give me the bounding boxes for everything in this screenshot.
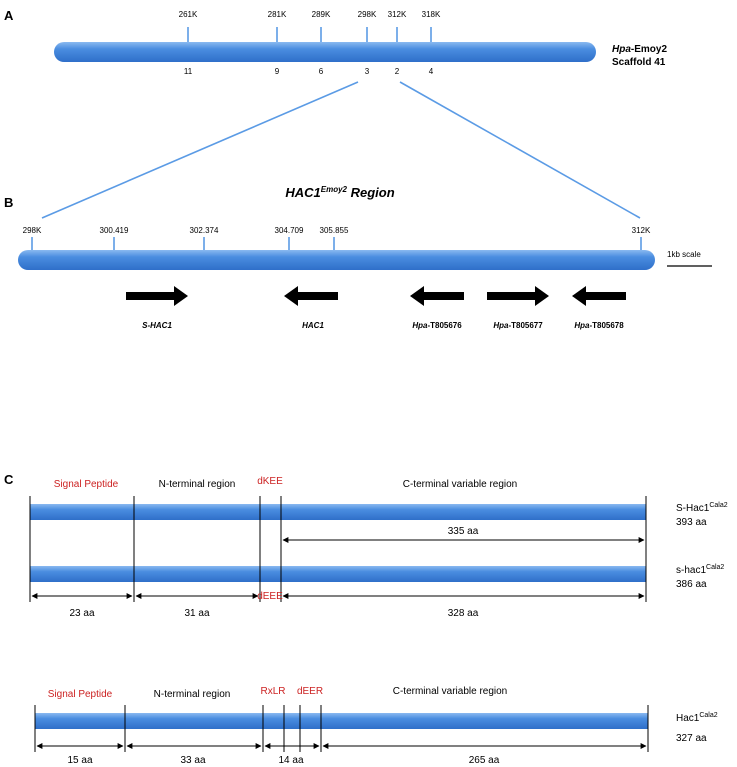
region-bar [18, 250, 655, 270]
block2-dividers [34, 705, 649, 752]
gene-arrow-right [487, 286, 549, 306]
signal-peptide-label-2: Signal Peptide [48, 689, 113, 700]
region-title-sup: Emoy2 [321, 185, 348, 194]
scaffold-tick-position: 281K [268, 10, 287, 19]
s-hac1-short-length: 386 aa [676, 579, 707, 590]
scaffold-tick-label: 4 [429, 67, 434, 76]
hac1-length: 327 aa [676, 733, 707, 744]
region-tick-label: 312K [632, 226, 651, 235]
span-31aa: 31 aa [184, 608, 209, 619]
cterm-span-label-1: 335 aa [448, 526, 479, 537]
gene-label: Hpa-T805676 [412, 321, 462, 330]
scaffold-tick-label: 9 [275, 67, 280, 76]
s-hac1-name-base: S-Hac1 [676, 503, 710, 514]
s-hac1-bar [30, 504, 646, 520]
s-hac1-name: S-Hac1Cala2 [676, 502, 728, 514]
motif-dkee-label: dKEE [257, 476, 283, 487]
panel-label-c: C [4, 472, 14, 487]
span-15aa: 15 aa [67, 755, 92, 766]
gene-arrow-right [126, 286, 188, 306]
scale-label: 1kb scale [667, 250, 701, 259]
gene-label: Hpa-T805678 [574, 321, 624, 330]
scaffold-tick-label: 3 [365, 67, 370, 76]
c-terminal-label-2: C-terminal variable region [393, 686, 508, 697]
gene-arrow-left [284, 286, 338, 306]
s-hac1-short-bar [30, 566, 646, 582]
scaffold-tick-position: 312K [388, 10, 407, 19]
region-ticks: 298K 300.419 302.374 304.709 305.855 312K [23, 226, 651, 250]
panel-label-a: A [4, 8, 14, 23]
gene-label: HAC1 [302, 321, 324, 330]
scaffold-tick-position: 318K [422, 10, 441, 19]
hac1-name: Hac1Cala2 [676, 712, 718, 724]
span-328aa: 328 aa [448, 608, 479, 619]
s-hac1-short-name: s-hac1Cala2 [676, 564, 724, 576]
region-title-tail: Region [347, 185, 395, 200]
span-23aa: 23 aa [69, 608, 94, 619]
panel-label-b: B [4, 195, 13, 210]
region-title: HAC1Emoy2 Region [285, 185, 394, 200]
gene-arrow-left [572, 286, 626, 306]
gene-label-suffix: -T805678 [589, 321, 624, 330]
gene-label-prefix: Hpa [574, 321, 590, 330]
scaffold-bar [54, 42, 596, 62]
region-tick-label: 305.855 [320, 226, 349, 235]
s-hac1-short-name-sup: Cala2 [706, 564, 724, 571]
span-14aa: 14 aa [278, 755, 303, 766]
gene-label: Hpa-T805677 [493, 321, 543, 330]
gene-label-suffix: -T805676 [427, 321, 462, 330]
gene-label: S-HAC1 [142, 321, 172, 330]
c-terminal-label-1: C-terminal variable region [403, 479, 518, 490]
region-tick-label: 298K [23, 226, 42, 235]
motif-deee-label: dEEE [257, 591, 283, 602]
scaffold-tick-label: 2 [395, 67, 400, 76]
scaffold-name: Hpa-Emoy2 [612, 44, 667, 55]
scaffold-subname: Scaffold 41 [612, 57, 666, 68]
scaffold-tick-position: 289K [312, 10, 331, 19]
s-hac1-short-name-base: s-hac1 [676, 565, 706, 576]
motif-deer-label: dEER [297, 686, 323, 697]
hac1-name-base: Hac1 [676, 713, 700, 724]
signal-peptide-label-1: Signal Peptide [54, 479, 119, 490]
region-title-main: HAC1 [285, 185, 320, 200]
scaffold-tick-position: 261K [179, 10, 198, 19]
span-33aa: 33 aa [180, 755, 205, 766]
hac1-name-sup: Cala2 [699, 712, 717, 719]
scaffold-tick-position: 298K [358, 10, 377, 19]
zoom-connector-left [41, 81, 359, 219]
scaffold-tick-label: 6 [319, 67, 324, 76]
scaffold-name-prefix: Hpa [612, 44, 631, 55]
scaffold-ticks: 261K 11 281K 9 289K 6 298K 3 312K 2 318K 4 [179, 10, 441, 76]
gene-label-suffix: -T805677 [508, 321, 543, 330]
scaffold-name-suffix: -Emoy2 [631, 44, 668, 55]
span-265aa: 265 aa [469, 755, 500, 766]
s-hac1-length: 393 aa [676, 517, 707, 528]
gene-arrow-left [410, 286, 464, 306]
n-terminal-label-2: N-terminal region [154, 689, 231, 700]
n-terminal-label-1: N-terminal region [159, 479, 236, 490]
scaffold-tick-label: 11 [184, 67, 193, 76]
hac1-bar [35, 713, 648, 729]
region-tick-label: 304.709 [275, 226, 304, 235]
zoom-connector-right [399, 81, 641, 219]
block1-dividers [29, 496, 647, 602]
region-tick-label: 302.374 [190, 226, 219, 235]
gene-label-prefix: Hpa [493, 321, 509, 330]
region-tick-label: 300.419 [100, 226, 129, 235]
gene-label-prefix: Hpa [412, 321, 428, 330]
s-hac1-name-sup: Cala2 [709, 502, 727, 509]
motif-rxlr-label: RxLR [260, 686, 285, 697]
